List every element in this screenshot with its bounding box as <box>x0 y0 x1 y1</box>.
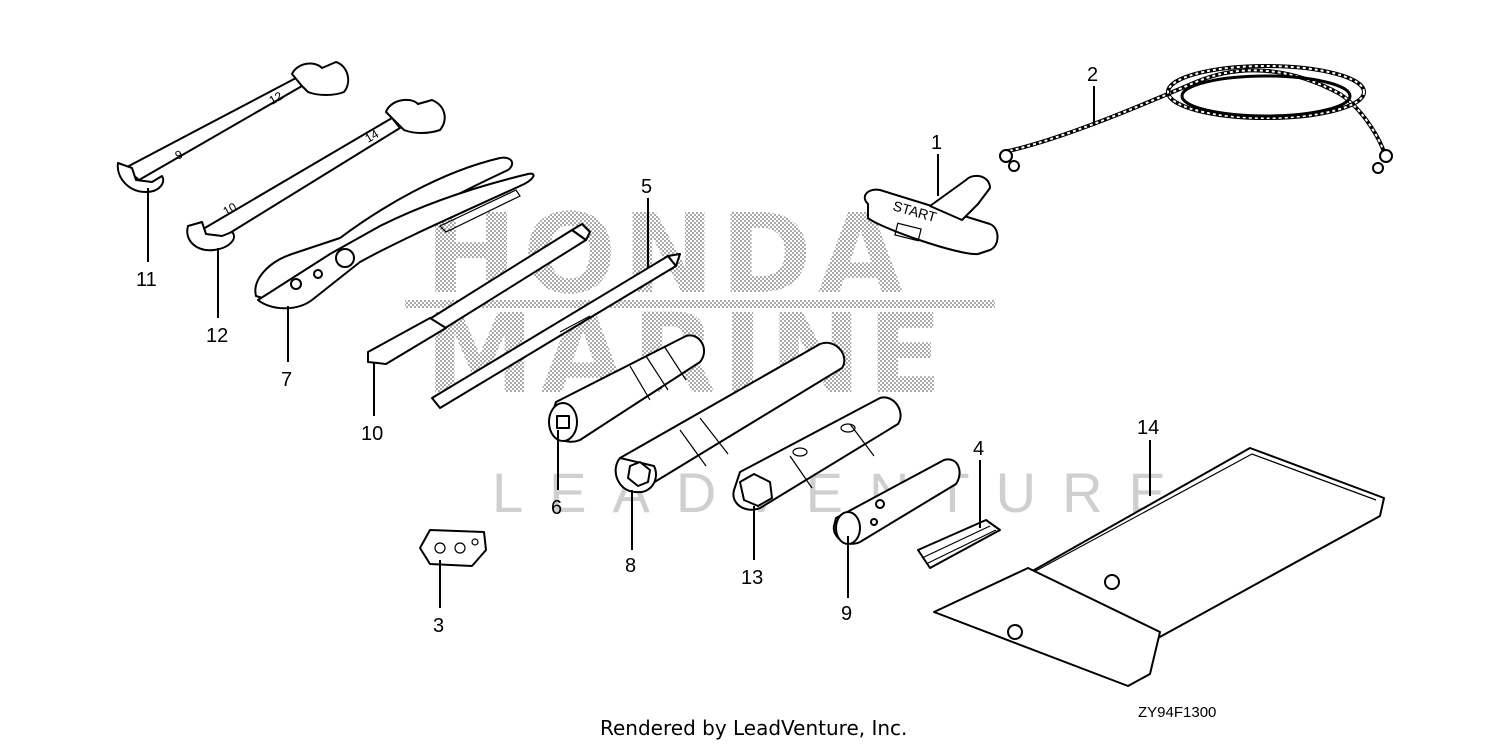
wrench-b-mark-10: 10 <box>221 200 240 219</box>
leader-lines <box>147 86 1151 608</box>
part-number-13: 13 <box>741 567 763 589</box>
watermark-leadventure: LEADVENTURE <box>492 461 1192 524</box>
part-number-1: 1 <box>931 132 942 154</box>
part-number-5: 5 <box>641 176 652 198</box>
wrench-a-mark-12: 12 <box>267 89 286 108</box>
part-number-11: 11 <box>136 269 157 291</box>
part-9-tube-spanner <box>832 458 961 545</box>
rendered-by-credit: Rendered by LeadVenture, Inc. <box>600 716 908 740</box>
part-number-6: 6 <box>551 497 562 519</box>
watermark-brand-line1: HONDA <box>425 190 909 318</box>
part-number-7: 7 <box>281 369 292 391</box>
watermark-divider <box>405 300 995 308</box>
part-6-handle <box>548 334 705 443</box>
part-14-tool-bag <box>933 447 1385 687</box>
part-number-10: 10 <box>361 423 383 445</box>
part-13-plug-wrench <box>732 396 902 511</box>
part-7-pliers <box>254 156 535 310</box>
part-10-screwdriver <box>367 223 591 365</box>
part-number-4: 4 <box>973 438 984 460</box>
part-3-plate <box>419 529 487 567</box>
part-number-12: 12 <box>206 325 228 347</box>
part-number-8: 8 <box>625 555 636 577</box>
part-12-wrench: 10 14 <box>186 98 446 252</box>
part-2-rope <box>999 64 1393 174</box>
watermark: HONDA MARINE LEADVENTURE <box>405 190 1192 524</box>
part-4-clip <box>917 519 1001 569</box>
diagram-code: ZY94F1300 <box>1138 704 1217 721</box>
part-number-3: 3 <box>433 615 444 637</box>
part-numbers: 1 2 3 4 5 6 7 8 9 10 11 12 13 14 <box>136 64 1159 637</box>
part-number-2: 2 <box>1087 64 1098 86</box>
wrench-b-mark-14: 14 <box>363 127 382 146</box>
part-1-starter-grip: START <box>863 174 999 256</box>
part-5-screwdriver <box>431 253 681 409</box>
part-number-14: 14 <box>1137 417 1159 439</box>
part-number-9: 9 <box>841 603 852 625</box>
part-11-wrench: 9 12 <box>116 61 350 193</box>
part-8-box-spanner <box>614 341 846 494</box>
